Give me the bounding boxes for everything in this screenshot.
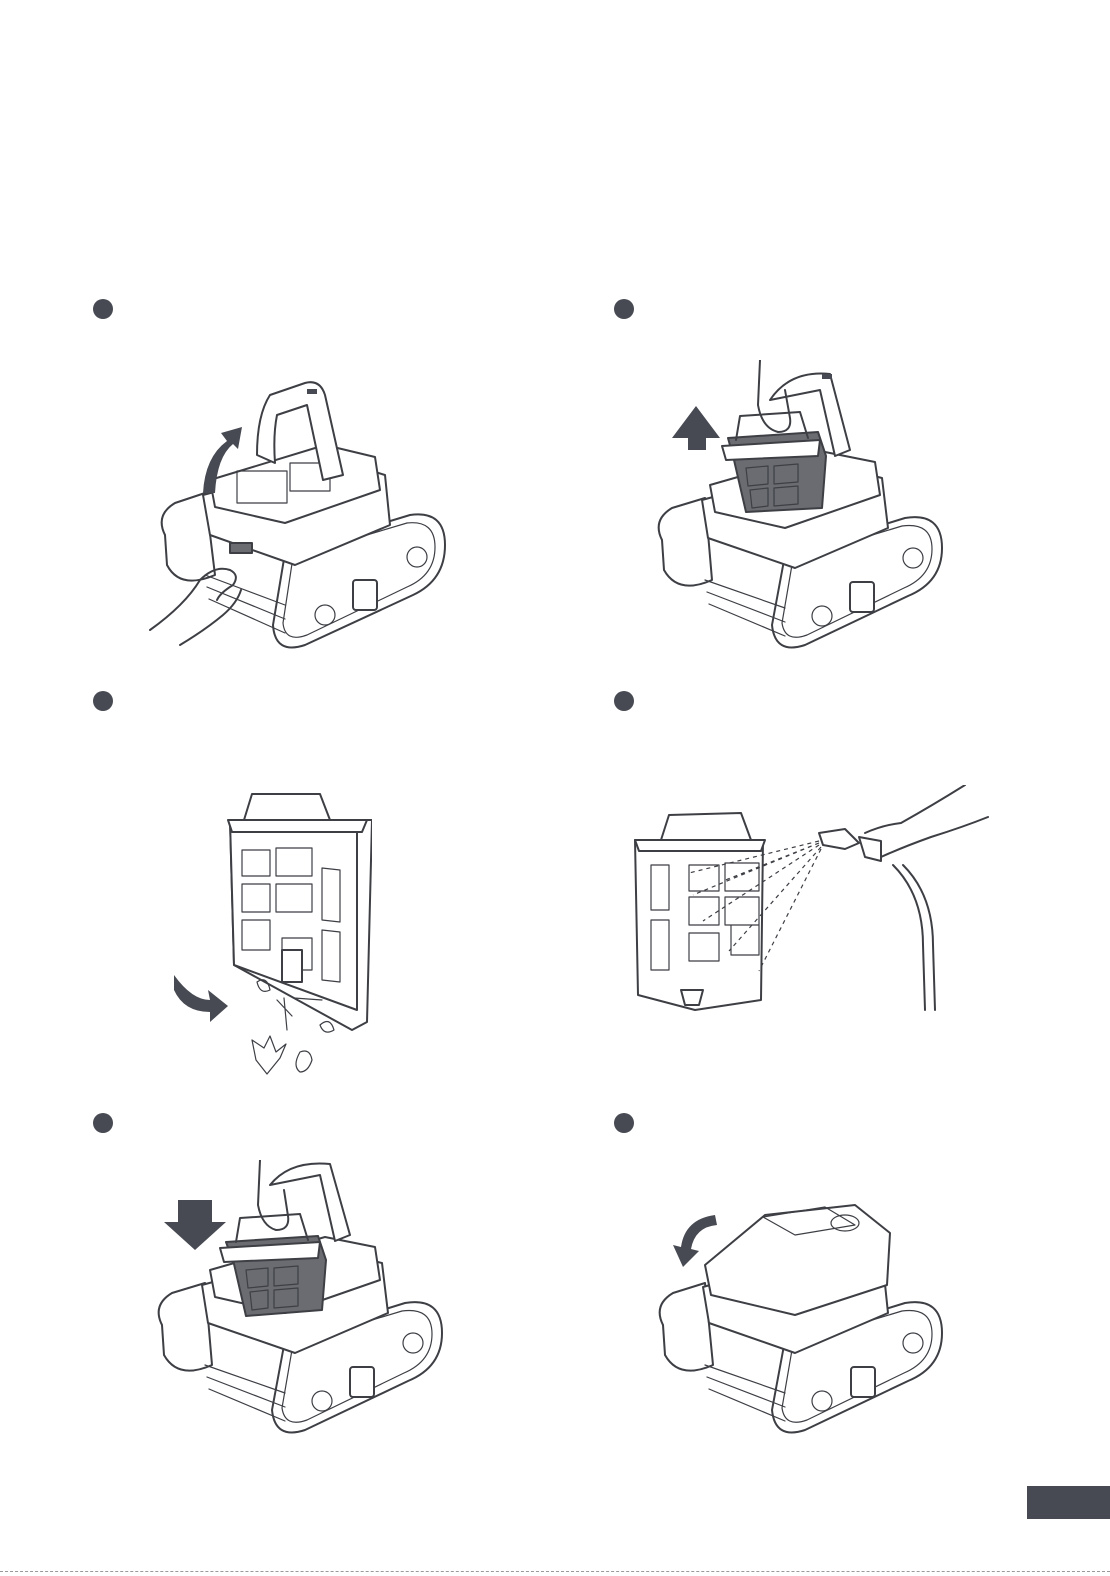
- spray-nozzle-icon: [819, 829, 881, 861]
- page-number-tab: [1027, 1486, 1110, 1519]
- hand: [258, 1160, 288, 1230]
- filter-basket: [228, 794, 372, 1030]
- hand: [865, 785, 988, 857]
- step-1-dot: [93, 299, 113, 319]
- curved-right-icon: [174, 975, 228, 1022]
- step-2-illustration: [650, 360, 950, 665]
- step-5-dot: [93, 1113, 113, 1133]
- step-4-illustration: [633, 785, 993, 1017]
- step-5-illustration: [150, 1160, 450, 1450]
- step-6-illustration: [655, 1195, 950, 1450]
- filter-basket: [635, 813, 765, 1010]
- page-bottom-rule: [0, 1571, 1110, 1572]
- robot-cleaner: [660, 1205, 942, 1433]
- step-3-illustration: [172, 790, 372, 1090]
- step-4-dot: [614, 691, 634, 711]
- up-arrow-icon: [672, 406, 720, 450]
- step-1-illustration: [145, 375, 455, 665]
- robot-cleaner: [162, 445, 445, 648]
- step-3-dot: [93, 691, 113, 711]
- step-2-dot: [614, 299, 634, 319]
- down-arrow-icon: [164, 1200, 226, 1250]
- step-6-dot: [614, 1113, 634, 1133]
- hose: [893, 865, 935, 1010]
